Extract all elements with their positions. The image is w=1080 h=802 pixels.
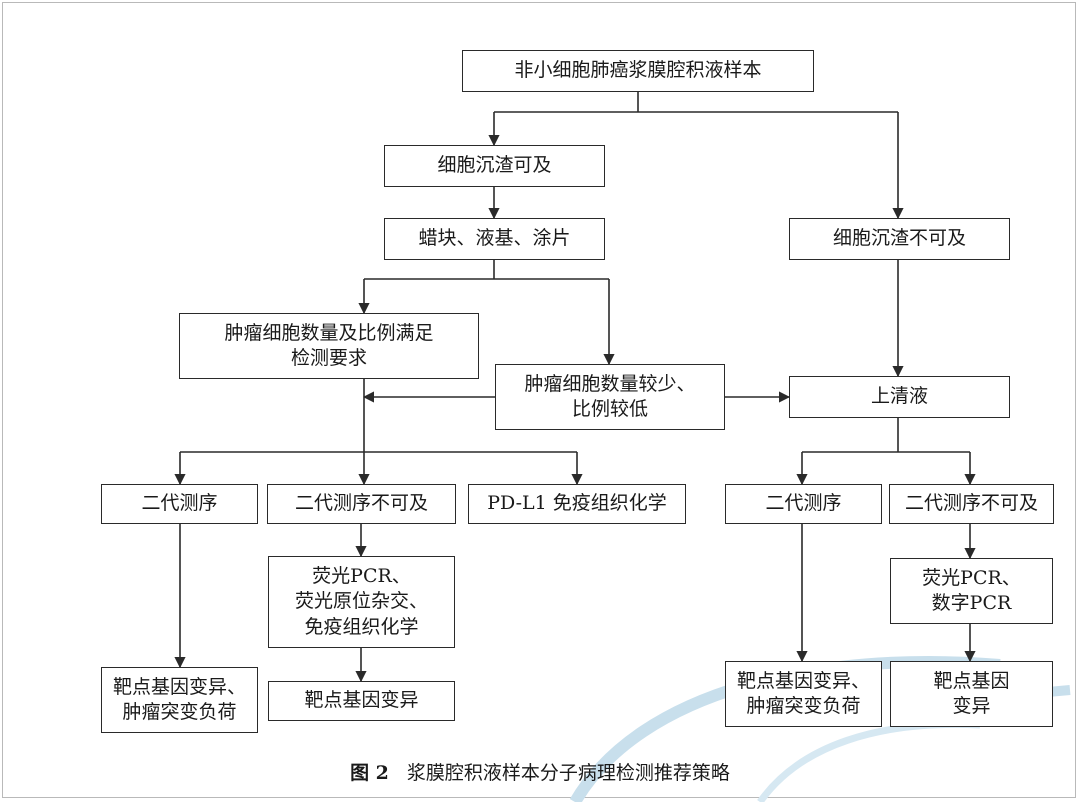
tumor-sufficient-node: 肿瘤细胞数量及比例满足 检测要求 <box>179 313 479 379</box>
pellet-available-node: 细胞沉渣可及 <box>384 145 605 187</box>
pellet-unavailable-node: 细胞沉渣不可及 <box>789 218 1010 260</box>
ngs-unavailable-right-node: 二代测序不可及 <box>889 484 1054 524</box>
pdl1-ihc-node: PD-L1 免疫组织化学 <box>468 484 686 524</box>
supernatant-node: 上清液 <box>789 376 1010 418</box>
target-tmb-left-node: 靶点基因变异、 肿瘤突变负荷 <box>101 667 258 733</box>
tumor-low-node: 肿瘤细胞数量较少、 比例较低 <box>495 364 725 430</box>
pcr-digital-node: 荧光PCR、 数字PCR <box>890 558 1053 624</box>
figure-caption: 图 2 浆膜腔积液样本分子病理检测推荐策略 <box>0 758 1080 785</box>
ngs-right-node: 二代测序 <box>725 484 882 524</box>
target-tmb-right-node: 靶点基因变异、 肿瘤突变负荷 <box>725 661 882 727</box>
ngs-unavailable-left-node: 二代测序不可及 <box>267 484 456 524</box>
figure-title: 浆膜腔积液样本分子病理检测推荐策略 <box>406 762 730 784</box>
ngs-left-node: 二代测序 <box>101 484 258 524</box>
pcr-fish-ihc-node: 荧光PCR、 荧光原位杂交、 免疫组织化学 <box>268 556 455 648</box>
methods-node: 蜡块、液基、涂片 <box>384 218 605 260</box>
target-right-node: 靶点基因 变异 <box>890 661 1053 727</box>
figure-label: 图 2 <box>350 762 389 784</box>
root-node: 非小细胞肺癌浆膜腔积液样本 <box>462 50 814 92</box>
target-mid-node: 靶点基因变异 <box>268 681 455 721</box>
